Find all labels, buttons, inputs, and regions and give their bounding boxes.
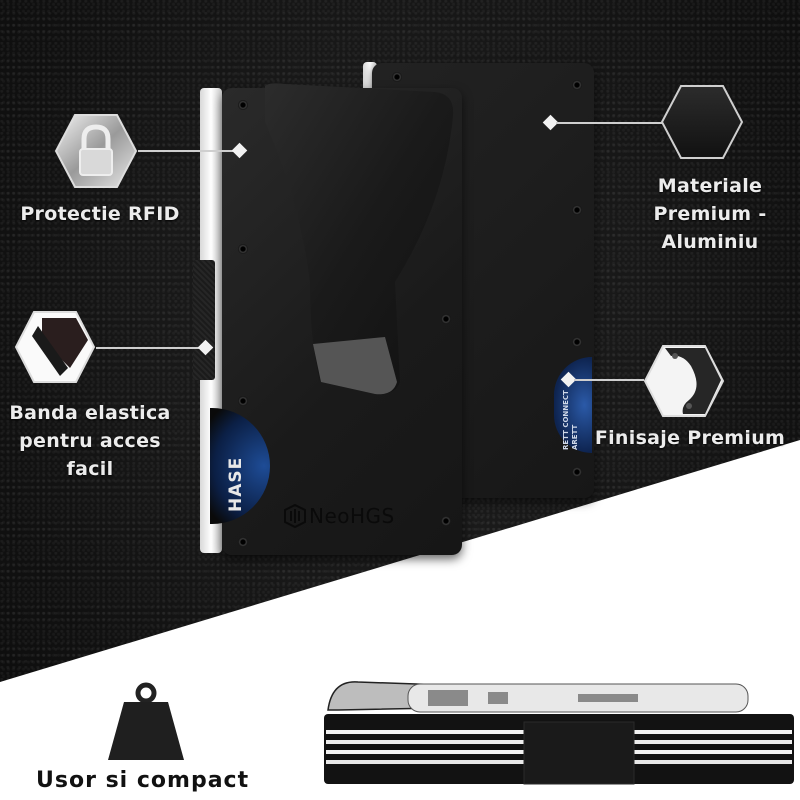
screw — [392, 72, 402, 82]
aluminium-plate-hex-icon — [660, 85, 744, 159]
screw — [572, 337, 582, 347]
back-card-peek — [554, 357, 592, 453]
card-text-front: HASE — [226, 456, 246, 512]
rfid-connector — [138, 150, 234, 152]
weight-icon — [108, 682, 184, 760]
elastic-connector — [96, 347, 200, 349]
screw — [238, 537, 248, 547]
material-label: Materiale Premium - Aluminiu — [653, 175, 767, 253]
elastic-label: Banda elastica pentru acces facil — [9, 402, 171, 480]
screw — [572, 80, 582, 90]
screw — [572, 467, 582, 477]
screw — [572, 205, 582, 215]
clip-finish-hex-icon — [643, 345, 725, 417]
screw — [441, 516, 451, 526]
finish-connector — [574, 379, 644, 381]
screw — [238, 100, 248, 110]
wallet-side-view — [324, 681, 794, 785]
brand-logo-icon — [284, 504, 306, 528]
screw — [238, 244, 248, 254]
padlock-hex-icon — [54, 114, 138, 188]
material-connector — [556, 122, 662, 124]
elastic-band-hex-icon — [14, 311, 96, 383]
brand-name: NeoHGS — [309, 504, 395, 528]
rfid-label: Protectie RFID — [20, 203, 180, 225]
elastic-band — [193, 260, 215, 380]
screw — [441, 314, 451, 324]
weight-label: Usor si compact — [36, 768, 250, 793]
screw — [238, 396, 248, 406]
money-clip — [265, 83, 454, 395]
finish-label: Finisaje Premium — [594, 427, 786, 449]
